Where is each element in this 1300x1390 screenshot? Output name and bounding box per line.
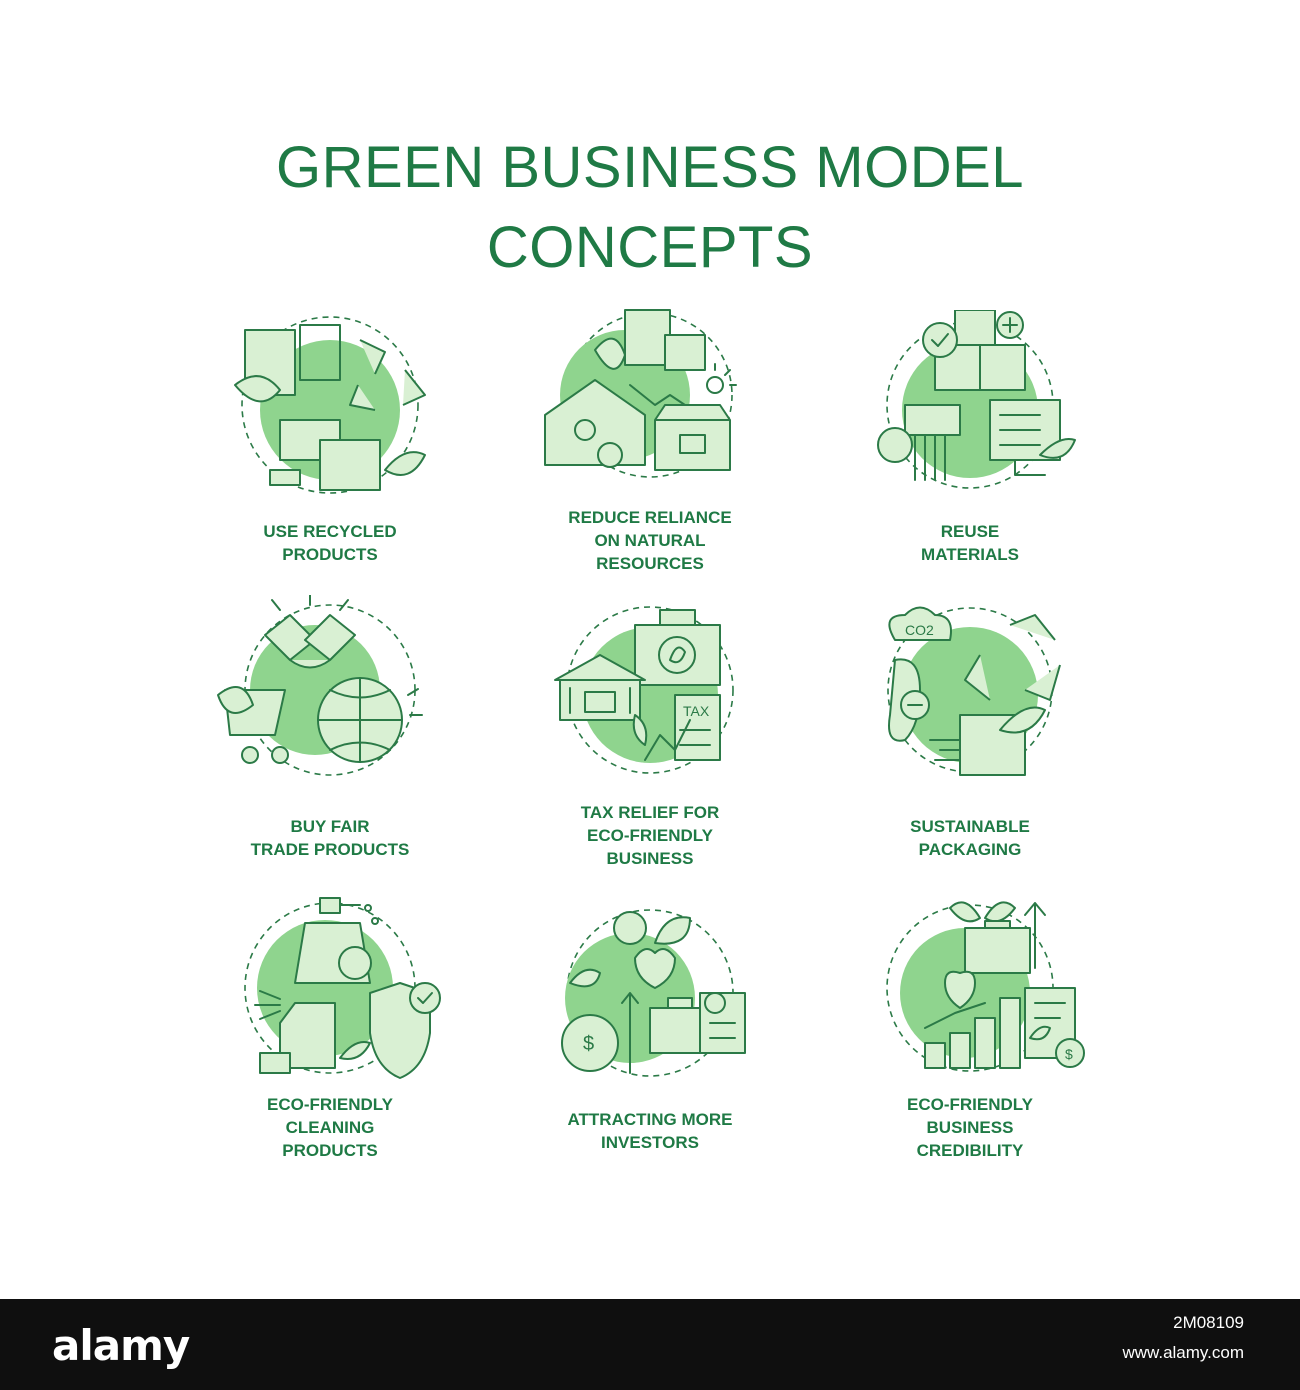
footer-bar: alamy 2M08109 www.alamy.com [0, 1299, 1300, 1390]
concept-label: ECO-FRIENDLY CLEANING PRODUCTS [267, 1095, 393, 1160]
tax-relief-icon: TAX [554, 606, 734, 774]
dollar-badge: $ [583, 1033, 594, 1055]
reuse-materials-icon [877, 310, 1076, 489]
concept-card-credibility: $ ECO-FRIENDLY BUSINESS CREDIBILITY [810, 893, 1130, 1173]
concept-label: TAX RELIEF FOR ECO-FRIENDLY BUSINESS [580, 803, 720, 868]
natural-resources-icon [544, 309, 737, 478]
sustainable-packaging-icon: CO2 [887, 606, 1061, 776]
concept-label: SUSTAINABLE PACKAGING [910, 817, 1030, 859]
concept-card-sustainable-packaging: CO2 SUSTAINABLE PACKAGING [810, 600, 1130, 880]
concept-label: REUSE MATERIALS [921, 522, 1019, 564]
concept-card-recycled-products: USE RECYCLED PRODUCTS [170, 310, 490, 590]
co2-badge: CO2 [905, 622, 934, 638]
alamy-logo: alamy [52, 1321, 190, 1370]
concept-card-reuse-materials: REUSE MATERIALS [810, 310, 1130, 590]
credibility-icon: $ [886, 901, 1085, 1072]
page-title: GREEN BUSINESS MODEL CONCEPTS [0, 128, 1300, 288]
concept-label: USE RECYCLED PRODUCTS [263, 522, 397, 564]
concept-card-cleaning-products: ECO-FRIENDLY CLEANING PRODUCTS [170, 893, 490, 1173]
concept-card-investors: $ ATTRACTING MORE INVESTORS [490, 898, 810, 1178]
concept-label: BUY FAIR TRADE PRODUCTS [250, 817, 410, 859]
recycled-products-icon [234, 316, 426, 494]
concept-label: ECO-FRIENDLY BUSINESS CREDIBILITY [907, 1095, 1033, 1160]
concept-label: ATTRACTING MORE INVESTORS [567, 1110, 733, 1152]
cleaning-products-icon [244, 897, 441, 1079]
concept-card-tax-relief: TAX TAX RELIEF FOR ECO-FRIENDLY BUSINESS [490, 600, 810, 880]
concept-card-fair-trade: BUY FAIR TRADE PRODUCTS [170, 595, 490, 875]
concept-card-natural-resources: REDUCE RELIANCE ON NATURAL RESOURCES [490, 305, 810, 585]
image-id: 2M08109 [1173, 1313, 1244, 1332]
fair-trade-icon [217, 595, 423, 776]
investors-icon: $ [561, 909, 746, 1077]
site-url: www.alamy.com [1122, 1343, 1244, 1362]
title-line-1: GREEN BUSINESS MODEL [275, 135, 1025, 200]
concept-label: REDUCE RELIANCE ON NATURAL RESOURCES [568, 508, 732, 573]
tax-badge: TAX [683, 703, 710, 719]
title-line-2: CONCEPTS [486, 215, 814, 280]
dollar-badge: $ [1065, 1046, 1073, 1062]
